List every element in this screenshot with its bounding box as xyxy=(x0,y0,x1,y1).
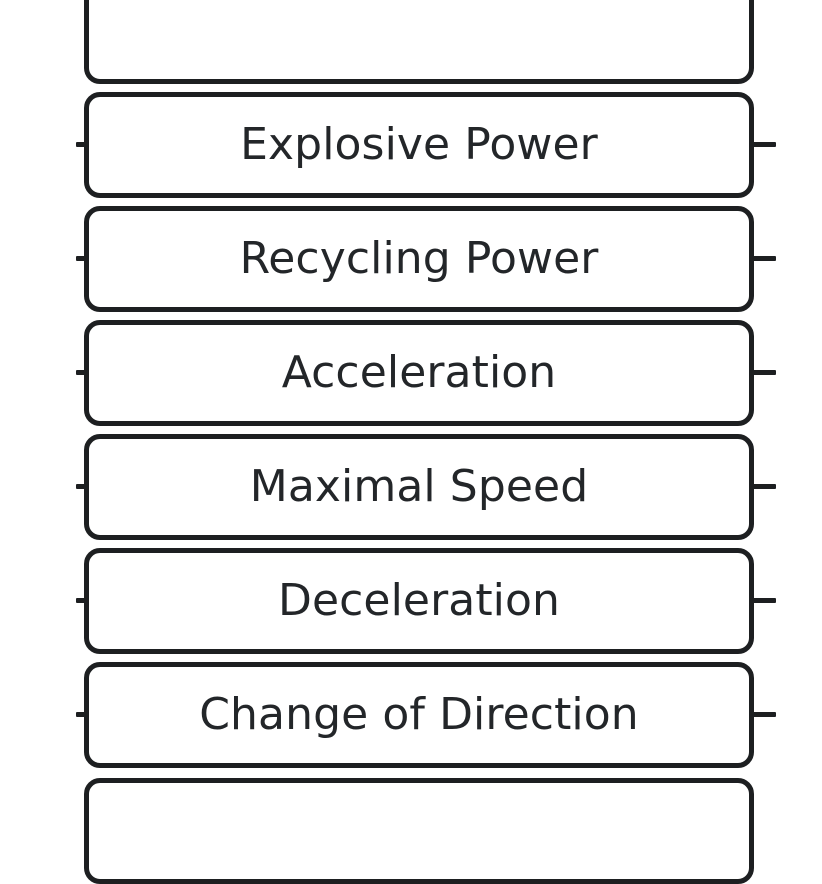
connector-stub-left-3 xyxy=(76,370,89,375)
connector-stub-left-2 xyxy=(76,256,89,261)
node-maximal-speed[interactable]: Maximal Speed xyxy=(84,434,754,540)
node-partial-bottom[interactable] xyxy=(84,778,754,884)
node-label: Acceleration xyxy=(281,347,557,398)
connector-stub-left-4 xyxy=(76,484,89,489)
node-partial-top[interactable] xyxy=(84,0,754,84)
node-label: Explosive Power xyxy=(240,119,598,170)
connector-stub-left-5 xyxy=(76,598,89,603)
connector-stub-left-6 xyxy=(76,712,89,717)
connector-stub-right-6 xyxy=(750,712,776,717)
connector-stub-right-4 xyxy=(750,484,776,489)
connector-stub-right-5 xyxy=(750,598,776,603)
node-deceleration[interactable]: Deceleration xyxy=(84,548,754,654)
node-label: Maximal Speed xyxy=(249,461,589,512)
diagram-canvas: Explosive Power Recycling Power Accelera… xyxy=(76,0,776,884)
node-label: Deceleration xyxy=(277,575,561,626)
connector-stub-right-2 xyxy=(750,256,776,261)
connector-stub-left-1 xyxy=(76,142,89,147)
node-change-of-direction[interactable]: Change of Direction xyxy=(84,662,754,768)
node-acceleration[interactable]: Acceleration xyxy=(84,320,754,426)
connector-stub-right-1 xyxy=(750,142,776,147)
node-recycling-power[interactable]: Recycling Power xyxy=(84,206,754,312)
connector-stub-right-3 xyxy=(750,370,776,375)
node-label: Change of Direction xyxy=(199,689,639,740)
node-label: Recycling Power xyxy=(239,233,599,284)
node-explosive-power[interactable]: Explosive Power xyxy=(84,92,754,198)
